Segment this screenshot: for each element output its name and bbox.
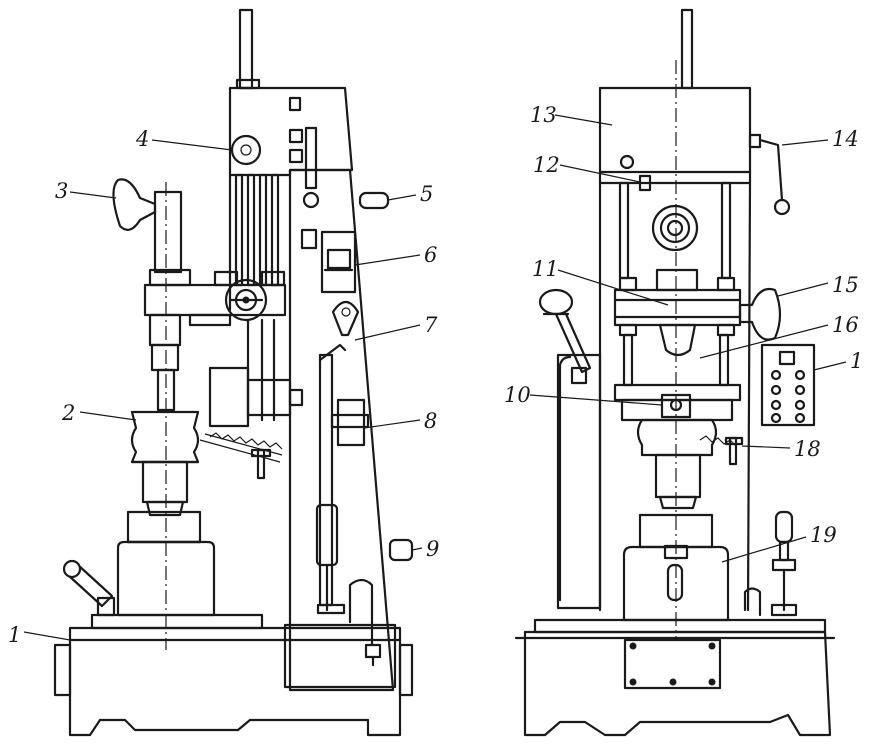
guide-rods-left — [234, 173, 280, 422]
label-3: 3 — [55, 179, 68, 203]
label-11: 11 — [532, 257, 559, 281]
column-left — [228, 8, 414, 692]
leader-lines — [23, 114, 847, 641]
table-right — [622, 510, 798, 622]
label-15: 15 — [832, 273, 859, 297]
label-2: 2 — [61, 401, 75, 425]
crosshead-right — [613, 268, 782, 387]
label-4: 4 — [135, 127, 149, 151]
quill-left — [112, 178, 183, 412]
spindle-head-left — [130, 366, 304, 517]
label-16: 16 — [832, 313, 859, 337]
label-13: 13 — [530, 103, 557, 127]
base-right — [514, 618, 836, 737]
label-19: 19 — [810, 523, 837, 547]
arm-left — [143, 268, 287, 327]
spindle-head-right — [613, 383, 744, 510]
label-9: 9 — [426, 537, 439, 561]
label-18: 18 — [794, 437, 821, 461]
control-panel — [760, 343, 816, 427]
side-view — [53, 8, 414, 737]
column-right — [538, 8, 791, 612]
label-7: 7 — [424, 313, 438, 337]
label-14: 14 — [832, 127, 859, 151]
label-6: 6 — [424, 243, 437, 267]
label-8: 8 — [424, 409, 437, 433]
base-left — [53, 613, 414, 737]
callout-labels: 1 2 3 4 5 6 7 8 9 10 11 12 13 14 15 16 1… — [8, 103, 863, 647]
label-10: 10 — [504, 383, 531, 407]
label-1-left: 1 — [8, 623, 21, 647]
front-view — [514, 8, 836, 737]
label-12: 12 — [533, 153, 560, 177]
label-17: 1 — [850, 349, 863, 373]
table-left — [62, 510, 216, 617]
label-5: 5 — [420, 182, 433, 206]
